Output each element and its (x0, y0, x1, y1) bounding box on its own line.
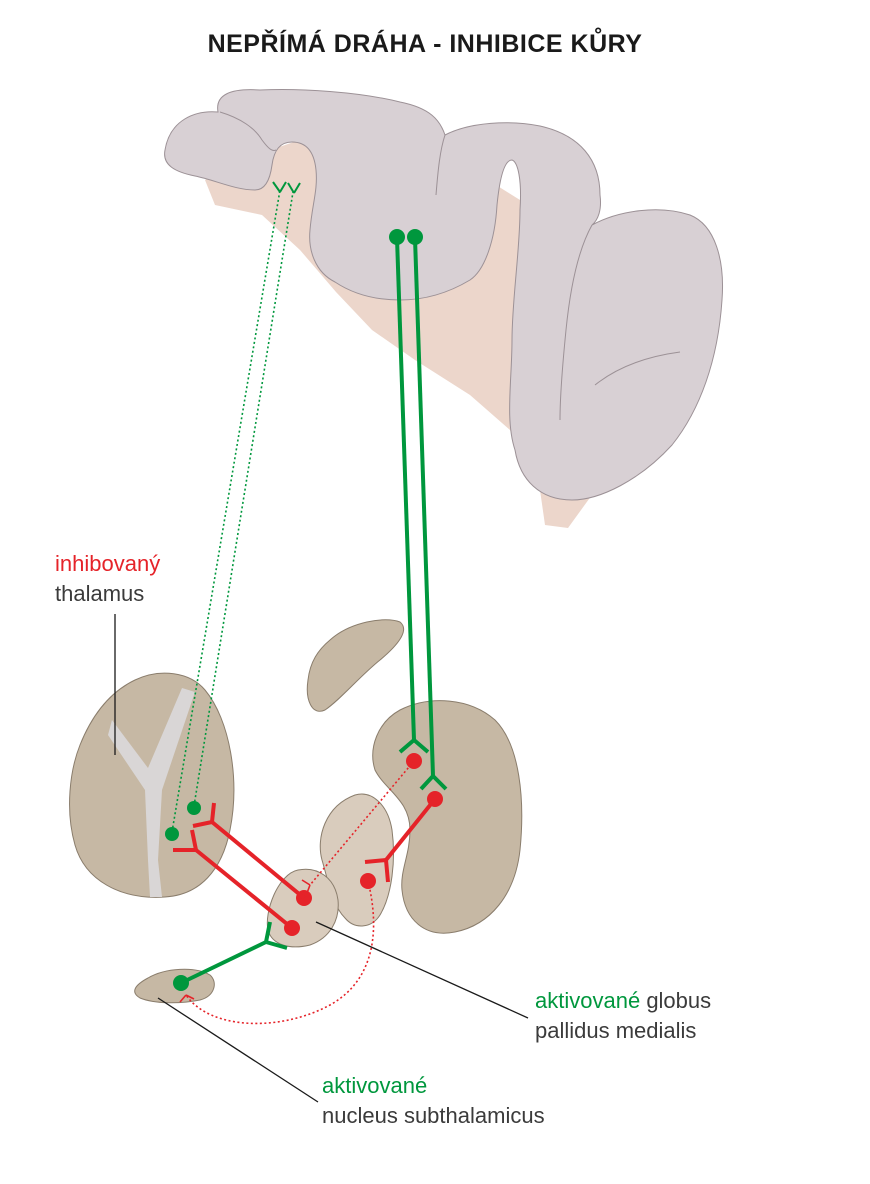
thalamocortical-projection (171, 189, 294, 833)
synapse-terminal (287, 182, 301, 194)
globus-pallidus-lateral (319, 793, 394, 927)
thalamic-neuron-body (187, 801, 201, 815)
ventricle (108, 688, 195, 897)
cortical-neuron-cell-bodies (389, 229, 423, 245)
cortex (164, 89, 723, 528)
globus-pallidus-name-label-1: globus (646, 988, 712, 1013)
cortex-sulcus (559, 224, 593, 421)
synapse-terminal (419, 774, 448, 791)
subthalamo-pallidal-projection (180, 921, 288, 985)
page-title: NEPŘÍMÁ DRÁHA - INHIBICE KŮRY (207, 30, 643, 58)
synapse-terminal (173, 829, 198, 852)
cortex-sulcus (219, 111, 277, 151)
cortical-neuron-body (407, 229, 423, 245)
synapse-terminal (179, 994, 195, 1003)
subthalamic-label: aktivované nucleus subthalamicus (322, 1071, 545, 1131)
pallidothalamic-projection (173, 802, 306, 930)
leader-lines (114, 614, 529, 1103)
caudate-nucleus (306, 619, 405, 712)
thalamic-neuron-cell-bodies (165, 801, 201, 841)
globus-pallidus-state-label: aktivované (535, 988, 641, 1013)
synapse-terminal (272, 181, 287, 193)
synapse-terminal (264, 921, 288, 950)
gpi-leader-line (315, 921, 529, 1019)
putamen (372, 700, 523, 934)
striato-pallidal-projection (364, 797, 437, 883)
thalamocortical-terminals (272, 181, 301, 194)
thalamic-neuron-body (165, 827, 179, 841)
gpe-to-stn-dotted (185, 880, 375, 1025)
corticostriatal-projection (395, 237, 435, 777)
cortex-sulcus (594, 351, 681, 386)
globus-pallidus-name-label-2: pallidus medialis (535, 1018, 697, 1043)
subthalamic-state-label: aktivované (322, 1073, 428, 1098)
thalamus-state-label: inhibovaný (55, 551, 161, 576)
cortical-neuron-body (389, 229, 405, 245)
corticostriatal-terminals (398, 738, 448, 791)
subthalamic-name-label: nucleus subthalamicus (322, 1103, 545, 1128)
thalamus-name-label: thalamus (55, 581, 145, 606)
globus-pallidus-label: aktivované globus pallidus medialis (535, 986, 711, 1046)
synapse-terminal (398, 738, 430, 754)
deep-nuclei (69, 619, 523, 1004)
cortex-sulcus (435, 134, 446, 196)
synapse-terminal (192, 802, 216, 828)
synapse-terminal (364, 858, 390, 883)
cortex-grey-matter (164, 89, 723, 501)
thalamus-label: inhibovaný thalamus (55, 549, 160, 609)
stn-leader-line (157, 997, 319, 1103)
